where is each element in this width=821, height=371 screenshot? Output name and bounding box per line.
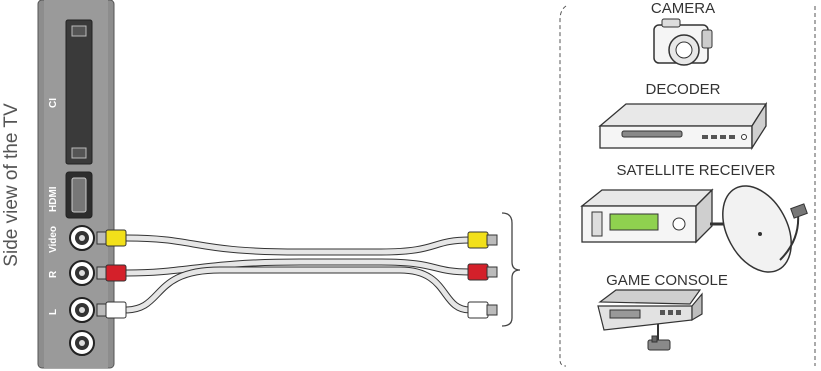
decoder-illustration bbox=[598, 101, 768, 151]
audio-l-plug-tv bbox=[96, 301, 127, 319]
video-label: Video bbox=[48, 225, 59, 253]
game-console-label: GAME CONSOLE bbox=[606, 272, 728, 289]
camera-illustration bbox=[653, 18, 713, 66]
headphone-jack bbox=[69, 330, 95, 356]
satellite-receiver-illustration bbox=[580, 185, 808, 273]
ci-slot bbox=[65, 19, 93, 165]
video-plug-tv bbox=[96, 229, 127, 247]
decoder-label: DECODER bbox=[645, 81, 721, 98]
audio-l-jack bbox=[69, 297, 95, 323]
devices-divider bbox=[559, 5, 567, 367]
video-plug-device bbox=[467, 231, 498, 249]
grouping-brace bbox=[501, 212, 521, 327]
game-console-illustration bbox=[597, 289, 703, 351]
ci-label: CI bbox=[48, 98, 59, 108]
satellite-receiver-label: SATELLITE RECEIVER bbox=[616, 162, 776, 179]
audio-l-plug-device bbox=[467, 301, 498, 319]
audio-r-plug-device bbox=[467, 263, 498, 281]
camera-label: CAMERA bbox=[650, 0, 716, 17]
hdmi-port bbox=[65, 171, 93, 219]
av-cable bbox=[121, 234, 474, 314]
audio-l-label: L bbox=[48, 308, 59, 315]
hdmi-label: HDMI bbox=[48, 186, 59, 212]
video-jack bbox=[69, 225, 95, 251]
audio-r-label: R bbox=[48, 270, 59, 278]
audio-r-jack bbox=[69, 260, 95, 286]
audio-r-plug-tv bbox=[96, 264, 127, 282]
